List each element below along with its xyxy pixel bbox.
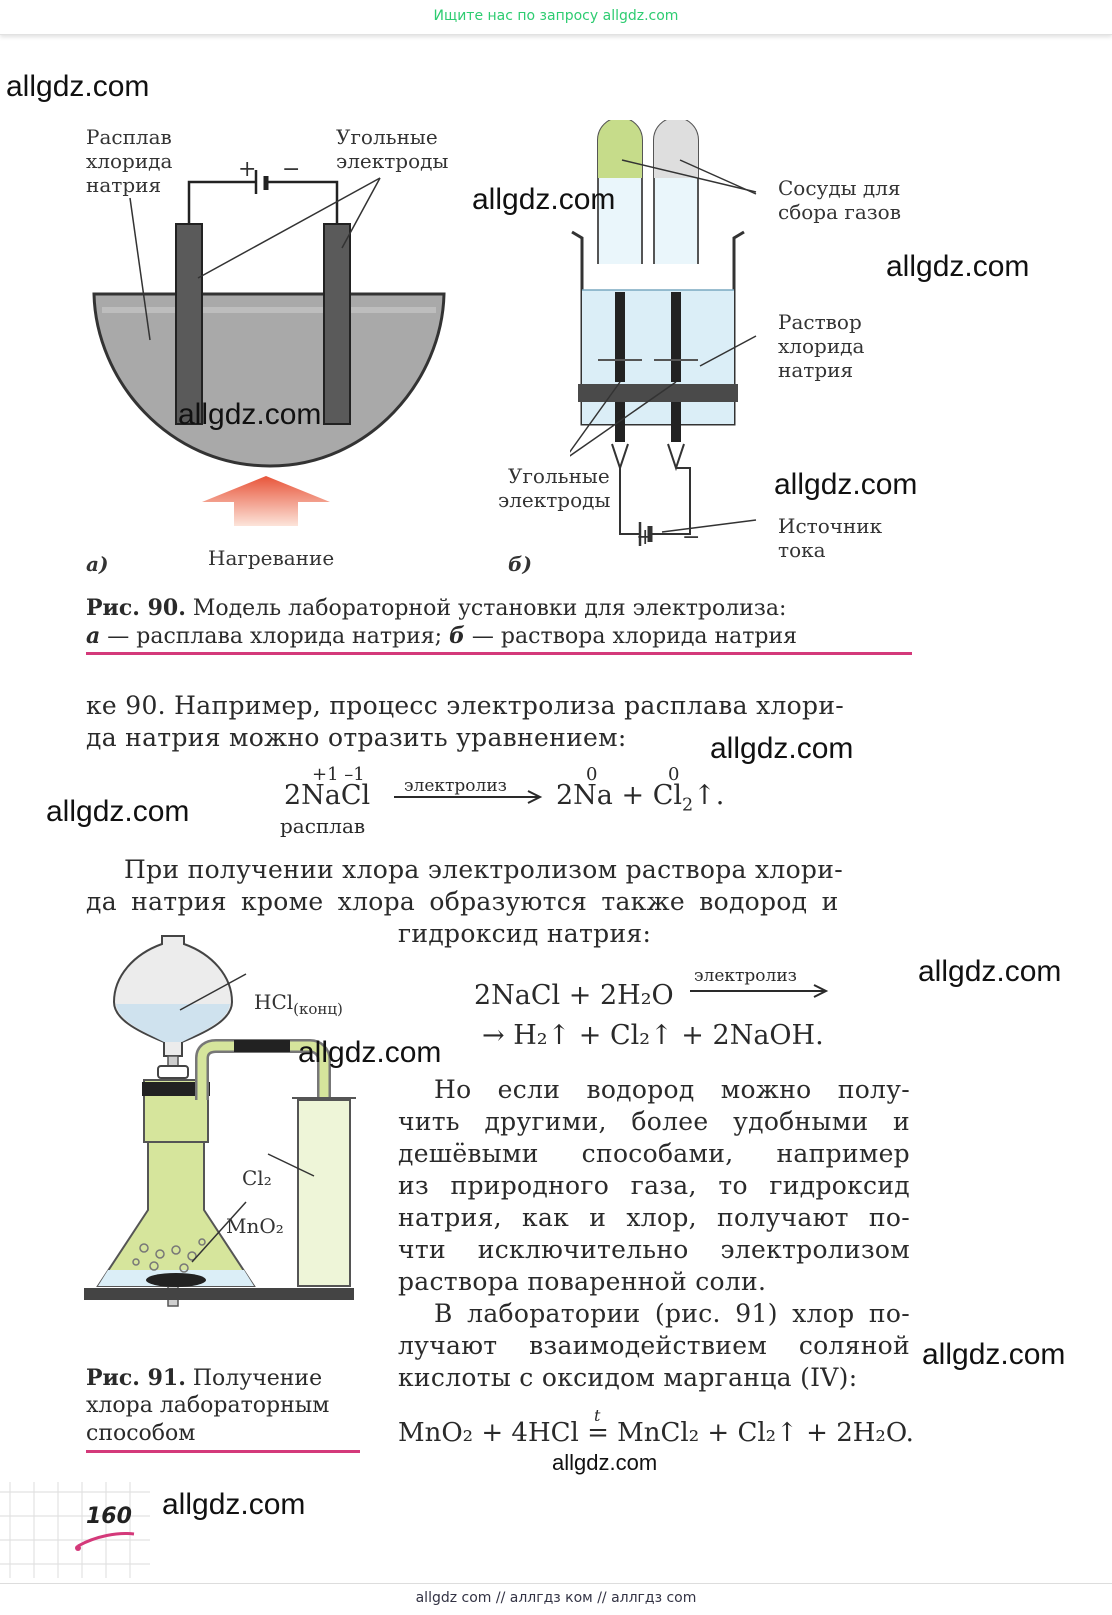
paragraph1-line2: да натрия можно отразить уравнением: xyxy=(86,723,627,752)
paragraph2-line1: При получении хлора электролизом раствор… xyxy=(124,855,843,884)
conical-flask xyxy=(96,1139,256,1287)
paragraph3-line: В лаборатории (рис. 91) хлор по- xyxy=(434,1299,910,1328)
paragraph1-line1: ке 90. Например, процесс электролиза рас… xyxy=(86,691,845,720)
figure-91-diagram xyxy=(84,935,356,1307)
eq3: MnO₂ + 4HCl = MnCl₂ + Cl₂↑ + 2H₂O. xyxy=(398,1418,914,1448)
label-current-source-2: тока xyxy=(778,538,826,562)
eq1-lhs: 2NaCl xyxy=(284,780,371,811)
watermark: allgdz.com xyxy=(162,1488,306,1521)
figure-90a-diagram xyxy=(92,170,446,526)
watermark: allgdz.com xyxy=(922,1338,1066,1371)
paragraph3-line: Но если водород можно полу- xyxy=(434,1075,910,1104)
fig90-caption-underline xyxy=(86,652,912,655)
eq3-over-t: t xyxy=(594,1406,601,1425)
plus-sign-a: + xyxy=(238,157,257,182)
fig90-caption-line2: а — расплава хлорида натрия; б — раствор… xyxy=(86,623,798,649)
label-carbon-electrodes-a-1: Угольные xyxy=(336,125,438,149)
watermark: allgdz.com xyxy=(552,1450,658,1475)
paragraph3-line: лучают взаимодействием соляной xyxy=(398,1331,910,1360)
watermark: allgdz.com xyxy=(6,70,150,103)
eq1-under: расплав xyxy=(280,814,366,838)
figure-90b-diagram xyxy=(570,120,757,546)
watermark: allgdz.com xyxy=(918,955,1062,988)
watermark: allgdz.com xyxy=(46,795,190,828)
label-heating: Нагревание xyxy=(208,546,335,570)
paragraph3-line: раствора поваренной соли. xyxy=(398,1267,767,1296)
paragraph3: Но если водород можно полу- чить другими… xyxy=(398,1074,910,1394)
banner-link[interactable]: Ищите нас по запросу allgdz.com xyxy=(433,8,679,24)
footer-links[interactable]: allgdz com // аллгдз ком // аллгдз com xyxy=(415,1590,697,1606)
top-banner xyxy=(0,0,1112,35)
label-melt-2: хлорида xyxy=(86,149,173,173)
fig91-caption-line2: хлора лабораторным xyxy=(86,1393,330,1418)
paragraph3-line: чить другими, более удобными и xyxy=(398,1107,910,1136)
paragraph2-line3: гидроксид натрия: xyxy=(398,919,652,948)
eq2-line2: → H₂↑ + Cl₂↑ + 2NaOH. xyxy=(482,1020,824,1051)
heating-arrow-icon xyxy=(202,476,330,526)
paragraph3-line: чти исключительно электролизом xyxy=(398,1235,910,1264)
label-hcl: HCl(конц) xyxy=(254,990,343,1018)
paragraph3-line: кислоты с оксидом марганца (IV): xyxy=(398,1363,858,1392)
label-current-source-1: Источник xyxy=(778,514,883,538)
paragraph3-line: из природного газа, то гидроксид xyxy=(398,1171,910,1200)
paragraph3-line: дешёвыми способами, например xyxy=(398,1139,910,1168)
page-number: 160 xyxy=(86,1504,132,1529)
label-solution-3: натрия xyxy=(778,358,854,382)
minus-sign-b: − xyxy=(682,525,701,550)
eq1-rhs: 2Na + Cl2↑. xyxy=(556,780,725,816)
marker-b: б) xyxy=(508,552,532,576)
label-carbon-electrodes-b-1: Угольные xyxy=(508,464,610,488)
eq2-line1: 2NaCl + 2H₂O xyxy=(474,980,674,1011)
right-electrode xyxy=(323,223,351,425)
eq1-arrow-icon xyxy=(394,790,543,804)
label-melt-3: натрия xyxy=(86,173,162,197)
footer-bar xyxy=(0,1583,1112,1615)
fig90-caption-line1: Рис. 90. Модель лабораторной установки д… xyxy=(86,595,787,621)
eq2-arrow-label: электролиз xyxy=(694,966,797,986)
minus-sign-a: − xyxy=(282,157,301,182)
label-gas-vessels-2: сбора газов xyxy=(778,200,901,224)
fig91-caption-line1: Рис. 91. Получение xyxy=(86,1365,323,1391)
watermark: allgdz.com xyxy=(472,183,616,216)
watermark: allgdz.com xyxy=(178,398,322,431)
label-solution-1: Раствор xyxy=(778,310,862,334)
paragraph2-line2: да натрия кроме хлора образуются также в… xyxy=(86,887,839,916)
label-carbon-electrodes-b-2: электроды xyxy=(498,488,611,512)
eq1-oxidation-states: +1 –1 xyxy=(312,764,365,785)
fig91-caption-underline xyxy=(86,1450,360,1453)
left-electrode xyxy=(175,223,203,425)
eq2-arrow-icon xyxy=(690,984,829,998)
paragraph3-line: натрия, как и хлор, получают по- xyxy=(398,1203,910,1232)
label-melt-1: Расплав xyxy=(86,125,172,149)
label-cl2: Cl₂ xyxy=(242,1166,272,1190)
eq1-ox-cl: 0 xyxy=(668,764,680,785)
watermark: allgdz.com xyxy=(774,468,918,501)
label-solution-2: хлорида xyxy=(778,334,865,358)
label-carbon-electrodes-a-2: электроды xyxy=(336,149,449,173)
plus-sign-b: + xyxy=(636,525,655,550)
watermark: allgdz.com xyxy=(710,732,854,765)
eq1-ox-na: 0 xyxy=(586,764,598,785)
gas-cylinder xyxy=(297,1099,351,1287)
page-corner-grid xyxy=(0,1482,150,1578)
fig91-caption-line3: способом xyxy=(86,1421,196,1446)
eq1-arrow-label: электролиз xyxy=(404,776,507,796)
marker-a: а) xyxy=(86,552,109,576)
watermark: allgdz.com xyxy=(298,1036,442,1069)
label-mno2: MnO₂ xyxy=(226,1214,284,1238)
label-gas-vessels-1: Сосуды для xyxy=(778,176,901,200)
watermark: allgdz.com xyxy=(886,250,1030,283)
